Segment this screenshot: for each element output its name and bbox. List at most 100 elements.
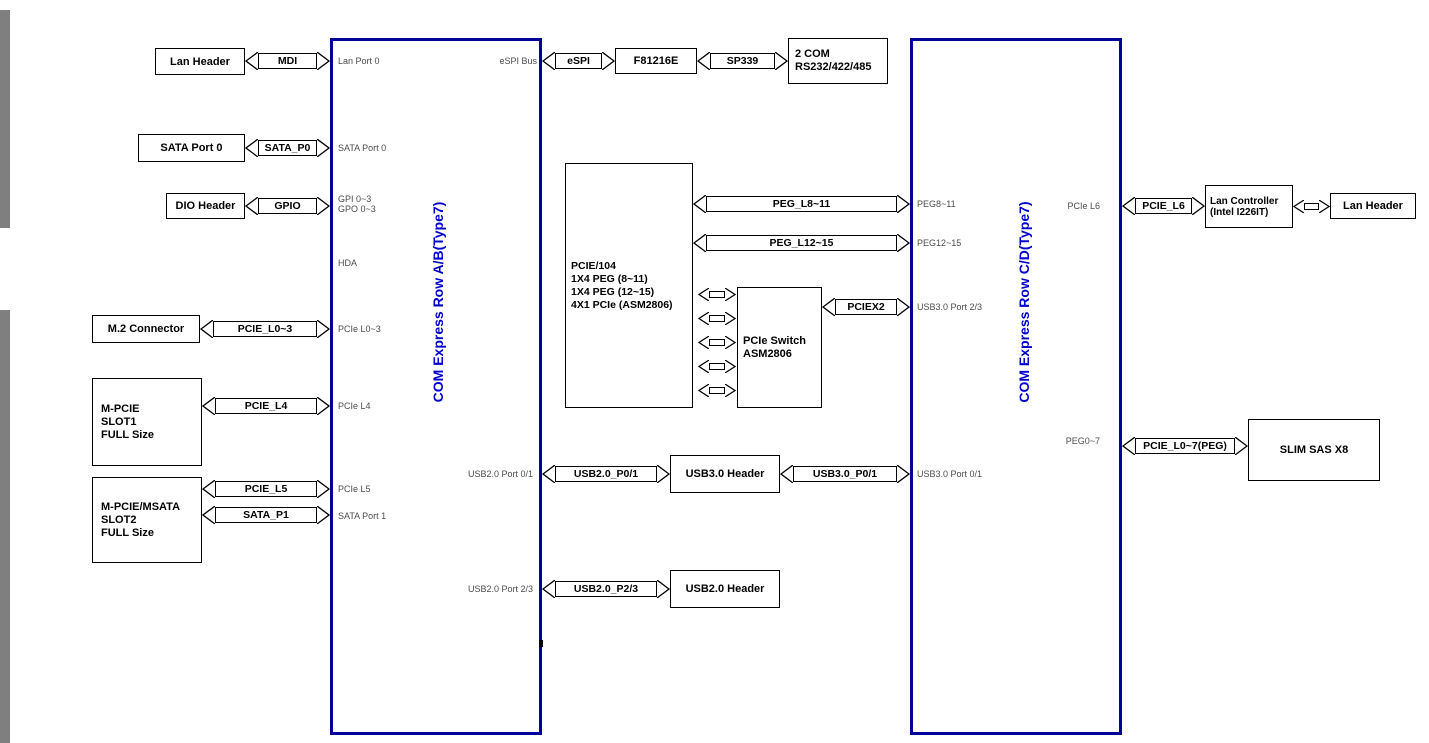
arrowhead-right-icon: [725, 312, 736, 325]
arrow-shaft: [709, 339, 725, 346]
arrowhead-right-icon: [725, 360, 736, 373]
lan-header-right-box: Lan Header: [1330, 193, 1416, 219]
mpcie-msata-slot2-box: M-PCIE/MSATA SLOT2 FULL Size: [92, 477, 202, 563]
box-line: M-PCIE/MSATA: [101, 500, 181, 513]
arrow-usb2-p23: USB2.0_P2/3: [542, 580, 670, 598]
arrow-mdi: MDI: [245, 52, 330, 70]
box-line: 2 COM: [795, 48, 830, 60]
pin-usb2-port-01: USB2.0 Port 0/1: [467, 469, 533, 479]
arrow-pcie104-switch-1: [698, 288, 736, 301]
arrow-label: PCIE_L6: [1135, 198, 1192, 214]
arrowhead-right-icon: [317, 197, 330, 215]
sata-port0-box: SATA Port 0: [138, 134, 245, 162]
arrowhead-right-icon: [317, 397, 330, 415]
arrowhead-left-icon: [202, 397, 215, 415]
arrowhead-left-icon: [1122, 197, 1135, 215]
pcie-switch-box: PCIe Switch ASM2806: [737, 287, 822, 408]
dio-header-box: DIO Header: [166, 193, 245, 219]
pin-gpi: GPI 0~3: [338, 194, 372, 204]
arrow-label: PCIE_L0~3: [213, 321, 317, 337]
pin-pcie-l5: PCIe L5: [338, 484, 371, 494]
arrowhead-right-icon: [317, 320, 330, 338]
arrow-shaft: [709, 387, 725, 394]
arrowhead-right-icon: [1235, 437, 1248, 455]
pin-hda: HDA: [338, 258, 358, 268]
arrowhead-right-icon: [602, 52, 615, 70]
arrowhead-left-icon: [697, 52, 710, 70]
arrowhead-left-icon: [822, 298, 835, 316]
box-line: FULL Size: [101, 526, 154, 539]
arrowhead-right-icon: [775, 52, 788, 70]
arrowhead-left-icon: [245, 52, 258, 70]
arrowhead-right-icon: [657, 580, 670, 598]
pin-usb3-port-23: USB3.0 Port 2/3: [917, 302, 983, 312]
box-line: SLOT1: [101, 415, 137, 428]
pin-peg12-15: PEG12~15: [917, 238, 962, 248]
com-express-row-cd-box: [910, 38, 1122, 735]
pin-pcie-l6: PCIe L6: [1067, 201, 1100, 211]
lan-controller-box: Lan Controller (Intel I226IT): [1205, 185, 1293, 228]
arrowhead-left-icon: [780, 465, 793, 483]
lan-header-left-box: Lan Header: [155, 48, 245, 75]
arrow-pcie104-switch-4: [698, 360, 736, 373]
arrow-shaft: [709, 363, 725, 370]
arrowhead-left-icon: [542, 580, 555, 598]
arrow-label: USB3.0_P0/1: [793, 466, 897, 482]
arrowhead-left-icon: [693, 195, 706, 213]
arrowhead-right-icon: [657, 465, 670, 483]
arrowhead-right-icon: [317, 506, 330, 524]
arrowhead-right-icon: [897, 298, 910, 316]
arrowhead-right-icon: [725, 384, 736, 397]
usb3-header-box: USB3.0 Header: [670, 455, 780, 493]
slim-sas-box: SLIM SAS X8: [1248, 419, 1380, 481]
arrow-label: MDI: [258, 53, 317, 69]
pin-espi-bus: eSPI Bus: [499, 56, 537, 66]
arrow-peg-l12-15: PEG_L12~15: [693, 234, 910, 252]
arrow-sata-p0: SATA_P0: [245, 139, 330, 157]
arrowhead-left-icon: [202, 506, 215, 524]
pin-usb2-port-23: USB2.0 Port 2/3: [467, 584, 533, 594]
page-edge-bar-top: [0, 10, 10, 228]
pin-gpo: GPO 0~3: [338, 204, 376, 214]
arrowhead-right-icon: [317, 139, 330, 157]
pin-usb3-port-01: USB3.0 Port 0/1: [917, 469, 983, 479]
arrow-label: USB2.0_P0/1: [555, 466, 657, 482]
page-edge-bar-bottom: [0, 310, 10, 743]
com-express-row-ab-box: [330, 38, 542, 735]
box-line: M-PCIE: [101, 402, 140, 415]
arrow-label: GPIO: [258, 198, 317, 214]
pin-pcie-l4: PCIe L4: [338, 401, 371, 411]
usb2-header-box: USB2.0 Header: [670, 570, 780, 608]
box-line: FULL Size: [101, 428, 154, 441]
arrow-label: USB2.0_P2/3: [555, 581, 657, 597]
arrow-sata-p1: SATA_P1: [202, 506, 330, 524]
arrow-label: PEG_L12~15: [706, 235, 897, 251]
box-line: ASM2806: [743, 347, 792, 360]
stray-mark: [539, 640, 543, 647]
arrowhead-right-icon: [897, 465, 910, 483]
arrow-label: SATA_P0: [258, 140, 317, 156]
com-express-row-ab-title: COM Express Row A/B(Type7): [430, 201, 446, 403]
arrow-sp339: SP339: [697, 52, 788, 70]
pin-pcie-l0-3: PCIe L0~3: [338, 324, 381, 334]
arrow-label: eSPI: [555, 53, 602, 69]
arrow-shaft: [709, 315, 725, 322]
box-line: Lan Controller: [1210, 195, 1279, 207]
arrow-pcie104-switch-3: [698, 336, 736, 349]
arrowhead-left-icon: [200, 320, 213, 338]
arrowhead-left-icon: [202, 480, 215, 498]
pcie104-box: PCIE/104 1X4 PEG (8~11) 1X4 PEG (12~15) …: [565, 163, 693, 408]
arrowhead-left-icon: [698, 288, 709, 301]
pin-sata-port1: SATA Port 1: [338, 511, 387, 521]
arrowhead-left-icon: [693, 234, 706, 252]
arrow-espi: eSPI: [542, 52, 615, 70]
arrow-gpio: GPIO: [245, 197, 330, 215]
box-line: 1X4 PEG (8~11): [571, 272, 648, 285]
arrow-lan-controller-to-header: [1293, 200, 1330, 213]
arrow-pcie-l0-7-peg: PCIE_L0~7(PEG): [1122, 437, 1248, 455]
arrowhead-right-icon: [1319, 200, 1330, 213]
arrowhead-right-icon: [897, 234, 910, 252]
arrowhead-left-icon: [1122, 437, 1135, 455]
arrow-pcie-l0-3: PCIE_L0~3: [200, 320, 330, 338]
